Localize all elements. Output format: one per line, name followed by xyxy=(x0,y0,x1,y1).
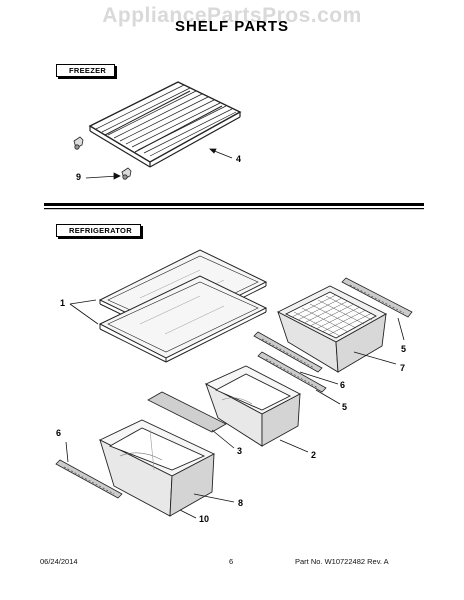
crisper-basket xyxy=(277,285,387,373)
footer-date: 06/24/2014 xyxy=(40,557,78,566)
page-title: SHELF PARTS xyxy=(174,18,290,35)
callout-6-lower: 6 xyxy=(56,428,62,438)
callout-8: 8 xyxy=(238,498,244,508)
crisper-drawer-middle xyxy=(204,365,301,447)
leader-1 xyxy=(69,299,99,325)
freezer-wire-shelf xyxy=(88,81,242,168)
callout-6-upper: 6 xyxy=(340,380,346,390)
callout-1: 1 xyxy=(60,298,66,308)
callout-3: 3 xyxy=(237,446,243,456)
callout-2: 2 xyxy=(311,450,317,460)
watermark: AppliancePartsPros.com xyxy=(102,4,362,27)
section-label-freezer: FREEZER xyxy=(56,64,116,77)
callout-7: 7 xyxy=(400,363,406,373)
slide-rail-right-top xyxy=(341,277,413,318)
footer-part-number: Part No. W10722482 Rev. A xyxy=(295,557,389,566)
callout-5-upper: 5 xyxy=(401,344,407,354)
slide-rail-lower-left xyxy=(55,459,123,499)
glass-shelf-lower xyxy=(98,275,268,363)
callout-10: 10 xyxy=(199,514,210,524)
section-divider-bottom xyxy=(44,208,424,210)
crisper-drawer-lower xyxy=(98,419,216,517)
slide-rail-middle-lower xyxy=(257,351,327,393)
crisper-cover xyxy=(147,391,227,433)
shelf-clip-upper xyxy=(73,136,84,150)
callout-5-lower: 5 xyxy=(342,402,348,412)
slide-rail-middle-upper xyxy=(253,331,323,373)
section-divider-top xyxy=(44,203,424,206)
callout-9: 9 xyxy=(76,172,82,182)
shelf-clip-lower xyxy=(121,167,132,180)
callout-4: 4 xyxy=(236,154,242,164)
freezer-leader-lines xyxy=(85,148,233,180)
section-label-refrigerator: REFRIGERATOR xyxy=(56,224,141,237)
footer-page-number: 6 xyxy=(229,557,234,566)
refrigerator-leader-lines xyxy=(65,317,405,519)
